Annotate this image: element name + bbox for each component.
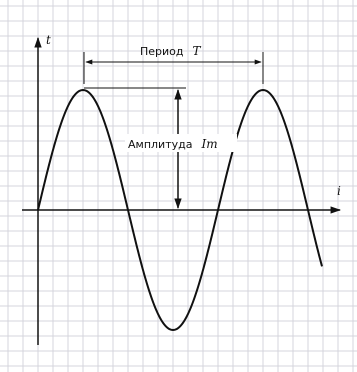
horizontal-axis-label: i: [337, 184, 341, 198]
amplitude-label: Амплитуда Im: [128, 135, 218, 152]
sine-wave-curve: [37, 88, 323, 332]
period-label: Период T: [140, 42, 202, 59]
amplitude-label-background: [125, 134, 237, 152]
vertical-axis-label: t: [46, 33, 51, 47]
